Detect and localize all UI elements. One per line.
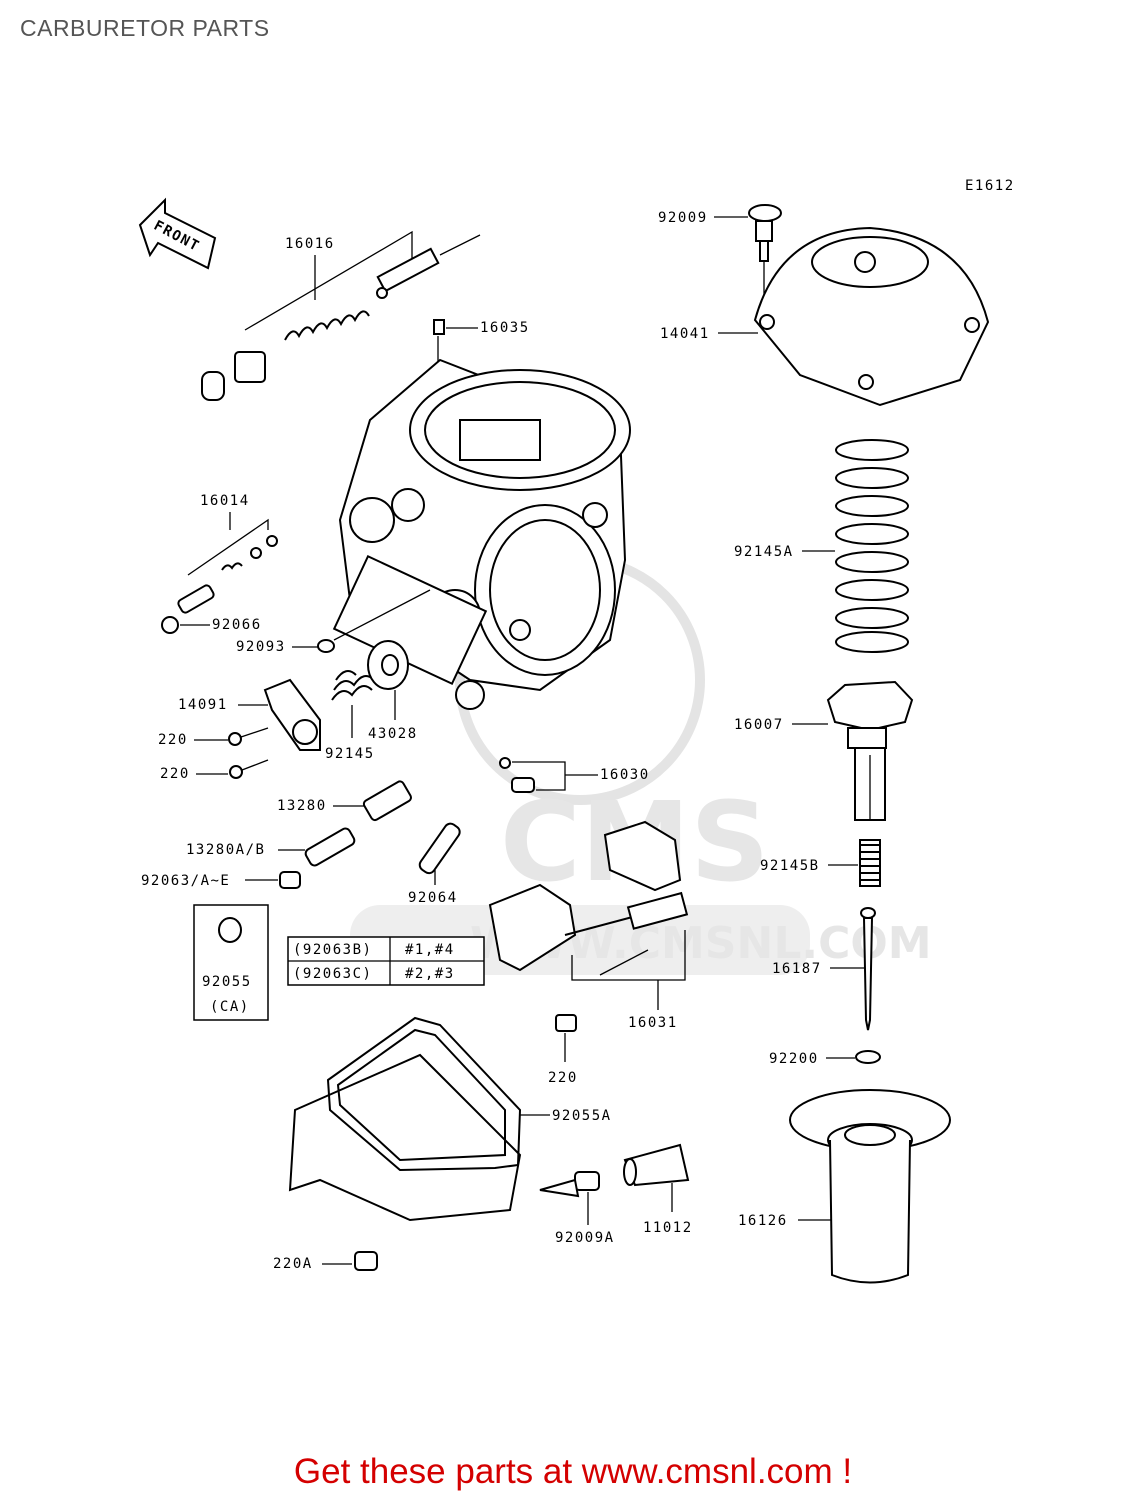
label-11012: 11012 bbox=[643, 1220, 693, 1236]
label-16126: 16126 bbox=[738, 1213, 788, 1229]
part-16035: 16035 bbox=[433, 319, 530, 365]
part-16031: 16031 bbox=[488, 820, 689, 1031]
label-13280: 13280 bbox=[277, 798, 327, 814]
footer-link[interactable]: Get these parts at www.cmsnl.com ! bbox=[293, 1452, 853, 1491]
variant-part-2: (92063C) bbox=[293, 966, 372, 982]
part-92145A: 92145A bbox=[734, 439, 909, 653]
part-92055-box: 92055 (CA) bbox=[193, 904, 269, 1021]
label-43028: 43028 bbox=[368, 726, 418, 742]
part-16007: 16007 bbox=[734, 680, 914, 821]
label-16016: 16016 bbox=[285, 236, 335, 252]
front-arrow-icon: FRONT bbox=[138, 197, 217, 270]
label-92064: 92064 bbox=[408, 890, 458, 906]
label-92093: 92093 bbox=[236, 639, 286, 655]
part-220-screw-b: 220 bbox=[160, 759, 269, 782]
label-92200: 92200 bbox=[769, 1051, 819, 1067]
label-92009A: 92009A bbox=[555, 1230, 615, 1246]
label-14041: 14041 bbox=[660, 326, 710, 342]
part-13280ab: 13280A/B bbox=[186, 827, 356, 867]
part-16016: 16016 bbox=[201, 230, 481, 401]
variant-table: (92063B) #1,#4 (92063C) #2,#3 bbox=[287, 936, 485, 986]
label-13280ab: 13280A/B bbox=[186, 842, 265, 858]
part-92093: 92093 bbox=[236, 589, 431, 655]
part-92066: 92066 bbox=[161, 616, 262, 634]
label-92055: 92055 bbox=[202, 974, 252, 990]
part-92063: 92063/A~E bbox=[141, 871, 301, 889]
variant-cyl-2: #2,#3 bbox=[405, 966, 455, 982]
part-92064: 92064 bbox=[408, 822, 461, 906]
label-16030: 16030 bbox=[600, 767, 650, 783]
part-16187: 16187 bbox=[772, 907, 876, 1031]
label-92145A: 92145A bbox=[734, 544, 794, 560]
carburetor-diagram: CMS WWW.CMSNL.COM FRONT E1612 16016 1603… bbox=[138, 178, 1015, 1284]
label-16014: 16014 bbox=[200, 493, 250, 509]
label-220A: 220A bbox=[273, 1256, 313, 1272]
part-92145B: 92145B bbox=[760, 839, 881, 887]
label-92145: 92145 bbox=[325, 746, 375, 762]
label-92063: 92063/A~E bbox=[141, 873, 230, 889]
part-220-screw-c: 220 bbox=[548, 1014, 578, 1086]
label-16007: 16007 bbox=[734, 717, 784, 733]
page-title: CARBURETOR PARTS bbox=[20, 15, 270, 41]
label-16031: 16031 bbox=[628, 1015, 678, 1031]
label-220-a: 220 bbox=[158, 732, 188, 748]
part-43028: 43028 bbox=[367, 640, 418, 742]
part-14091: 14091 bbox=[178, 678, 321, 751]
label-ca: (CA) bbox=[210, 999, 250, 1015]
part-220-screw-a: 220 bbox=[158, 727, 269, 748]
label-220-c: 220 bbox=[548, 1070, 578, 1086]
label-16187: 16187 bbox=[772, 961, 822, 977]
part-92009A: 92009A bbox=[539, 1171, 615, 1246]
part-11012: 11012 bbox=[623, 1143, 693, 1236]
part-16030: 16030 bbox=[499, 757, 650, 793]
part-13280: 13280 bbox=[277, 780, 412, 822]
label-92055A: 92055A bbox=[552, 1108, 612, 1124]
part-92145: 92145 bbox=[325, 670, 375, 762]
part-92009: 92009 bbox=[658, 204, 782, 318]
label-92009: 92009 bbox=[658, 210, 708, 226]
label-92066: 92066 bbox=[212, 617, 262, 633]
part-16014: 16014 bbox=[177, 493, 278, 614]
part-220A: 220A bbox=[273, 1251, 378, 1272]
label-220-b: 220 bbox=[160, 766, 190, 782]
label-16035: 16035 bbox=[480, 320, 530, 336]
carburetor-body bbox=[332, 358, 631, 710]
label-14091: 14091 bbox=[178, 697, 228, 713]
variant-cyl-1: #1,#4 bbox=[405, 942, 455, 958]
label-92145B: 92145B bbox=[760, 858, 820, 874]
part-float-bowl: 92055A bbox=[288, 1016, 612, 1222]
part-14041: 14041 bbox=[660, 226, 990, 407]
figure-code: E1612 bbox=[965, 178, 1015, 194]
part-16126: 16126 bbox=[738, 1089, 951, 1284]
variant-part-1: (92063B) bbox=[293, 942, 372, 958]
part-92200: 92200 bbox=[769, 1050, 881, 1067]
